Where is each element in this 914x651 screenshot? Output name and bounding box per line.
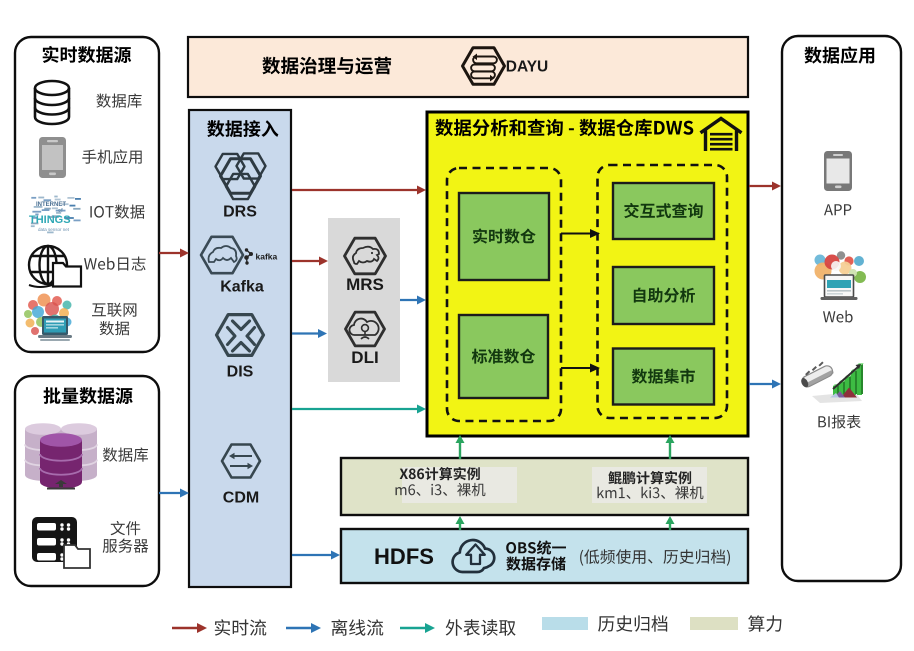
svg-text:INTERNET: INTERNET <box>36 202 66 208</box>
svg-text:DIS: DIS <box>227 364 254 381</box>
svg-text:DLI: DLI <box>351 348 378 367</box>
svg-text:kafka: kafka <box>256 252 278 262</box>
svg-text:DAYU: DAYU <box>506 59 549 76</box>
svg-text:HDFS: HDFS <box>374 544 434 569</box>
svg-text:THINGS: THINGS <box>29 214 71 226</box>
svg-text:Kafka: Kafka <box>220 279 264 296</box>
svg-text:CDM: CDM <box>223 490 259 507</box>
svg-text:data sensor net: data sensor net <box>38 227 70 232</box>
svg-text:DRS: DRS <box>223 204 257 221</box>
svg-text:of: of <box>58 208 63 214</box>
svg-text:MRS: MRS <box>346 275 384 294</box>
